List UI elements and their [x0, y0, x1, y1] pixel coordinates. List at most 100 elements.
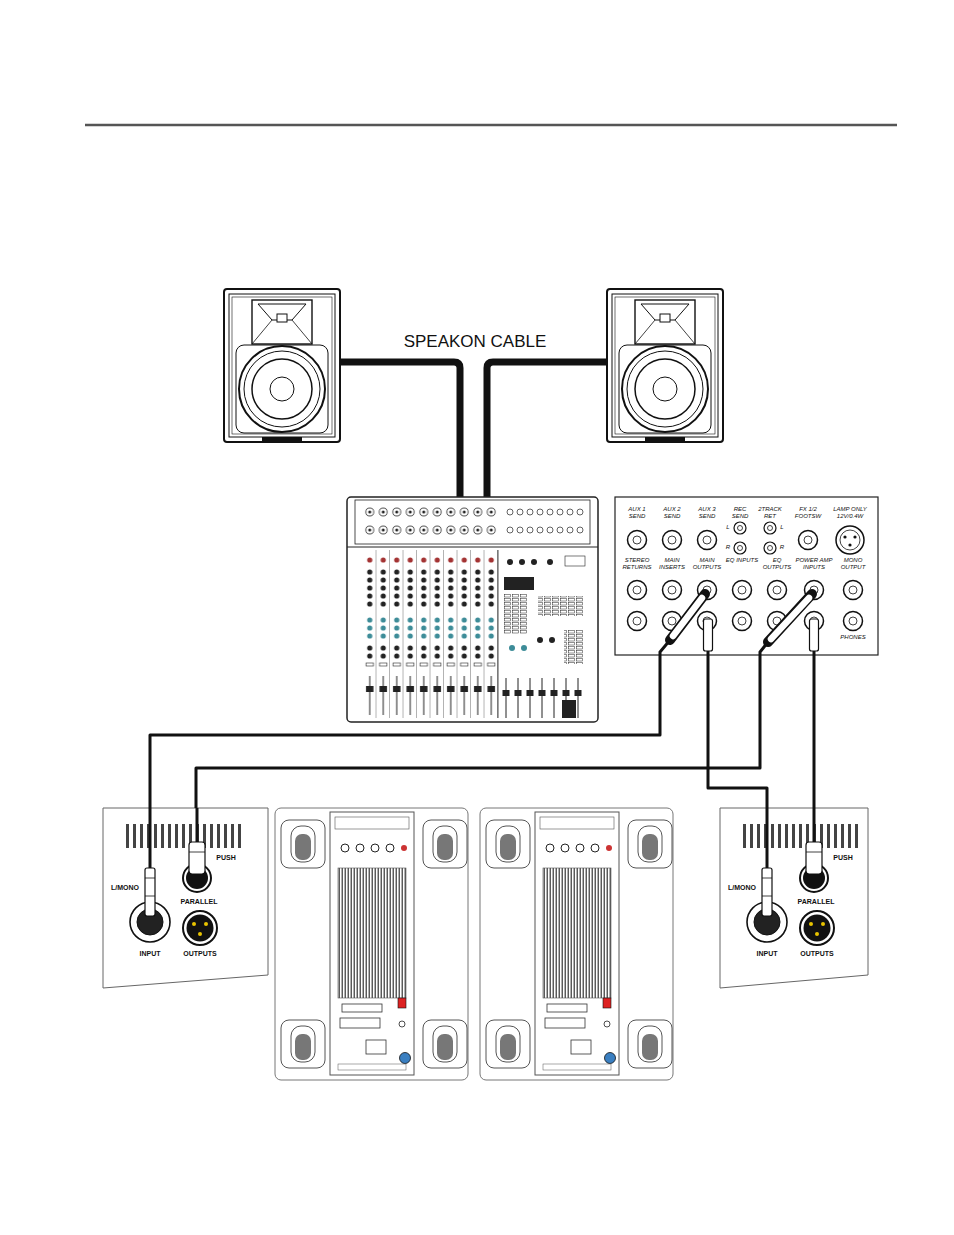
illustration-part [519, 559, 525, 565]
illustration-part [663, 531, 682, 550]
jack-label: FX 1/2 FOOTSW [792, 506, 824, 520]
illustration-part [507, 559, 513, 565]
illustration-part [698, 531, 717, 550]
jack-label: STEREO RETURNS [621, 557, 654, 571]
header-rule [85, 124, 897, 127]
illustration-part [840, 530, 860, 550]
illustration-part [673, 598, 702, 636]
sub-input-panel-outline [103, 808, 268, 988]
illustration-part [764, 542, 776, 554]
jack-label: R [724, 544, 732, 551]
sub-input-panel-art [122, 808, 242, 945]
illustration-part [505, 502, 585, 542]
jack-label: LAMP ONLY 12V/0.4W [828, 506, 872, 520]
illustration-part [660, 640, 670, 655]
loudspeaker [607, 289, 723, 442]
speakon-cable [340, 362, 460, 498]
illustration-part [347, 547, 598, 548]
pin-label: PARALLEL [795, 898, 837, 906]
illustration-part [848, 543, 851, 546]
jack-label: PHONES [836, 634, 870, 641]
jack-label: MONO OUTPUT [836, 557, 870, 571]
audio-cable [196, 655, 760, 808]
illustration-part [836, 526, 864, 554]
illustration-part [853, 535, 856, 538]
jack-label: 2TRACK RET [755, 506, 785, 520]
jack-label: L [778, 524, 786, 531]
illustration-part [628, 531, 647, 550]
illustration-part [521, 645, 527, 651]
illustration-part [844, 612, 863, 631]
jack-label: REC SEND [725, 506, 755, 520]
pin-label: PARALLEL [178, 898, 220, 906]
pin-label: PUSH [831, 854, 855, 862]
illustration-part [810, 619, 819, 651]
pin-label: OUTPUTS [180, 950, 220, 958]
audio-cable [813, 655, 816, 808]
illustration-part [565, 556, 585, 566]
sub-input-panel: L/MONO PUSH PARALLEL INPUT OUTPUTS [720, 808, 868, 988]
illustration-part [799, 531, 818, 550]
sub-input-panel-art [739, 808, 859, 945]
illustration-part [733, 612, 752, 631]
illustration-part [843, 535, 846, 538]
sub-input-panel: L/MONOPUSHPARALLELINPUTOUTPUTS [103, 808, 268, 988]
jack-label: EQ INPUTS [726, 557, 759, 564]
illustration-part [363, 502, 498, 542]
pin-label: OUTPUTS [797, 950, 837, 958]
subwoofer-rear [480, 808, 673, 1080]
pin-label: INPUT [132, 950, 168, 958]
illustration-part [504, 594, 528, 634]
speakon-cable [487, 362, 607, 498]
illustration-part [670, 594, 705, 640]
illustration-part [564, 630, 584, 664]
illustration-part [509, 645, 515, 651]
loudspeaker [224, 289, 340, 442]
illustration-part [734, 542, 746, 554]
jack-label: L [724, 524, 732, 531]
illustration-part [628, 612, 647, 631]
jack-plugs [660, 594, 819, 655]
illustration-part [734, 522, 746, 534]
jack-label: POWER AMP INPUTS [794, 557, 834, 571]
jack-label: MAIN OUTPUTS [691, 557, 724, 571]
illustration-part [504, 577, 534, 590]
audio-cable [150, 655, 660, 808]
pin-label: L/MONO [725, 884, 759, 892]
jack-label: AUX 2 SEND [656, 506, 689, 520]
jack-label: MAIN INSERTS [656, 557, 689, 571]
illustration-part [537, 637, 543, 643]
illustration-part [771, 598, 809, 639]
illustration-part [500, 676, 584, 720]
illustration-part [531, 559, 537, 565]
illustration-part [733, 581, 752, 600]
pin-label: L/MONO [108, 884, 142, 892]
illustration-part [547, 559, 553, 565]
illustration-part [844, 581, 863, 600]
illustration-part [707, 651, 710, 655]
illustration-part [347, 497, 598, 722]
pin-label: INPUT [749, 950, 785, 958]
illustration-part [663, 581, 682, 600]
illustration-part [704, 619, 713, 651]
sub-input-panel-outline [720, 808, 868, 988]
illustration-part [768, 581, 787, 600]
illustration-part [615, 497, 878, 655]
cable-label: SPEAKON CABLE [375, 332, 575, 352]
illustration-part [764, 522, 776, 534]
mixer [347, 497, 598, 722]
jack-label: R [778, 544, 786, 551]
illustration-part [813, 651, 816, 655]
illustration-part [498, 550, 499, 718]
illustration-part [538, 596, 584, 616]
illustration-part [363, 550, 498, 718]
illustration-part [355, 500, 590, 544]
rear-panel: AUX 1 SENDAUX 2 SENDAUX 3 SENDREC SEND2T… [615, 497, 878, 655]
illustration-part [760, 642, 768, 655]
mixer-rear-panel [615, 497, 878, 655]
illustration-part [768, 594, 812, 642]
illustration-part [549, 637, 555, 643]
